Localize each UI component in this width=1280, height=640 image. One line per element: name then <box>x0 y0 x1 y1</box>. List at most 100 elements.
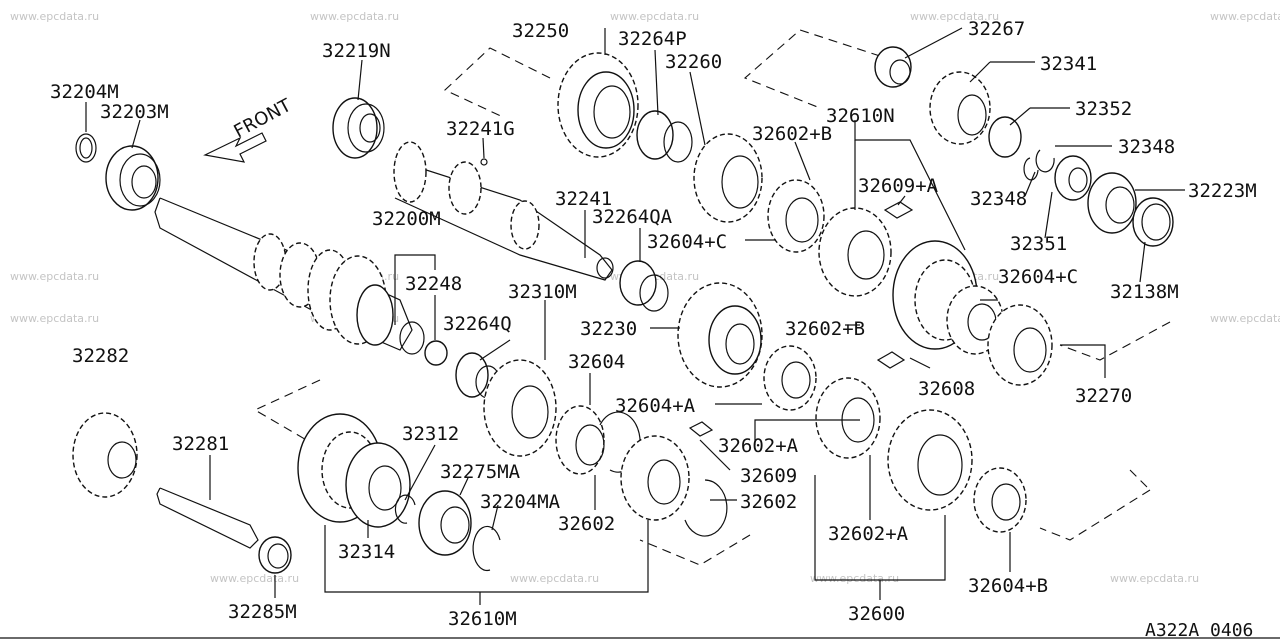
part-label: 32275MA <box>440 461 521 483</box>
part-label: 32270 <box>1075 385 1132 407</box>
part-label: 32602 <box>558 513 615 535</box>
gear-32230 <box>677 282 763 388</box>
watermark: www.epcdata.ru <box>810 572 899 585</box>
part-label: 32204MA <box>480 491 561 513</box>
collar-32248 <box>424 340 448 366</box>
part-label: 32608 <box>918 378 975 400</box>
gear-32250 <box>557 52 639 158</box>
insert-32608 <box>876 351 906 369</box>
part-label: 32248 <box>405 273 462 295</box>
part-label: 32203M <box>100 101 169 123</box>
part-label: 32264QA <box>592 206 673 228</box>
bearing-32275MA <box>418 490 472 556</box>
part-label: 32282 <box>72 345 129 367</box>
watermark: www.epcdata.ru <box>510 572 599 585</box>
watermark: www.epcdata.ru <box>910 10 999 23</box>
part-label: 32341 <box>1040 53 1097 75</box>
part-label: 32610M <box>448 608 517 630</box>
part-label: 32602 <box>740 491 797 513</box>
part-label: 32264Q <box>443 313 512 335</box>
part-label: 32312 <box>402 423 459 445</box>
part-label: 32604+A <box>615 395 696 417</box>
part-label: 32352 <box>1075 98 1132 120</box>
part-label: 32260 <box>665 51 722 73</box>
part-label: 32348 <box>970 188 1027 210</box>
synchro-hub-32602 <box>620 435 690 521</box>
part-label: 32285M <box>228 601 297 623</box>
part-label: 32138M <box>1110 281 1179 303</box>
needle-bearing-32264P <box>636 110 693 163</box>
ring-32604B <box>973 467 1027 533</box>
front-indicator: FRONT <box>203 95 296 163</box>
gear-32310M <box>483 359 557 457</box>
watermark: www.epcdata.ru <box>210 572 299 585</box>
part-label: 32200M <box>372 208 441 230</box>
bearing-32219N <box>332 97 385 159</box>
part-label: 32281 <box>172 433 229 455</box>
watermark: www.epcdata.ru <box>10 270 99 283</box>
gear-32260 <box>693 133 763 223</box>
baulk-ring-32604 <box>555 405 605 475</box>
part-label: 32600 <box>848 603 905 625</box>
leader-lines <box>0 27 1280 639</box>
diagram-code: A322A 0406 <box>1145 620 1253 640</box>
bush-32267 <box>874 46 912 88</box>
part-label: 32348 <box>1118 136 1175 158</box>
main-shaft-32200M <box>154 197 425 355</box>
watermark: www.epcdata.ru <box>1210 10 1280 23</box>
part-label: 32602+B <box>752 123 832 145</box>
part-label: 32604+B <box>968 575 1048 597</box>
part-label: 32604 <box>568 351 625 373</box>
part-label: 32223M <box>1188 180 1257 202</box>
collar-32352 <box>988 116 1022 158</box>
watermark: www.epcdata.ru <box>10 312 99 325</box>
part-label: 32314 <box>338 541 395 563</box>
bearing-32203M <box>105 145 161 211</box>
snap-ring-32204M <box>75 133 97 163</box>
part-label: 32219N <box>322 40 391 62</box>
gear-32270 <box>987 304 1053 386</box>
assembly-outlines <box>253 29 1171 566</box>
part-label: 32267 <box>968 18 1025 40</box>
gear-32314 <box>345 442 411 528</box>
snap-ring-32204MA <box>472 525 501 572</box>
baulk-ring-32602B-upper <box>767 179 825 253</box>
snap-ring-32348 <box>1035 149 1055 173</box>
parts <box>72 46 1174 574</box>
bearing-32223M <box>1087 172 1137 234</box>
part-label: 32204M <box>50 81 119 103</box>
gear-32602A <box>887 409 973 511</box>
gear-32341 <box>929 71 991 145</box>
part-label: 32250 <box>512 20 569 42</box>
part-label: 32351 <box>1010 233 1067 255</box>
watermark: www.epcdata.ru <box>1110 572 1199 585</box>
synchro-hub-32602A <box>815 377 881 459</box>
insert-32609A <box>883 201 914 219</box>
part-label: 32310M <box>508 281 577 303</box>
watermark: www.epcdata.ru <box>610 10 699 23</box>
needle-bearing-32264Q <box>455 352 501 399</box>
shaft-32281 <box>156 487 259 549</box>
plug-32241G <box>480 158 488 166</box>
snap-ring-32348 <box>1023 157 1039 181</box>
part-label: 32610N <box>826 105 895 127</box>
insert-32609 <box>688 421 714 437</box>
part-label: 32609 <box>740 465 797 487</box>
baulk-ring-32602B-middle <box>763 345 817 411</box>
watermark: www.epcdata.ru <box>10 10 99 23</box>
part-label: 32602+A <box>828 523 909 545</box>
part-label: 32604+C <box>647 231 727 253</box>
ring-32138M <box>1132 197 1174 247</box>
synchro-hub-32610N <box>818 207 892 297</box>
bush-32285M <box>258 536 292 574</box>
countershaft-32241 <box>393 141 614 281</box>
snap-ring-32312 <box>394 494 416 524</box>
snap-ring-32602 <box>684 479 728 537</box>
part-label: 32609+A <box>858 175 939 197</box>
gear-32282 <box>72 412 138 498</box>
watermark: www.epcdata.ru <box>1210 312 1280 325</box>
bearing-32351 <box>1054 155 1092 201</box>
part-label: 32602+B <box>785 318 865 340</box>
part-label: 32604+C <box>998 266 1078 288</box>
